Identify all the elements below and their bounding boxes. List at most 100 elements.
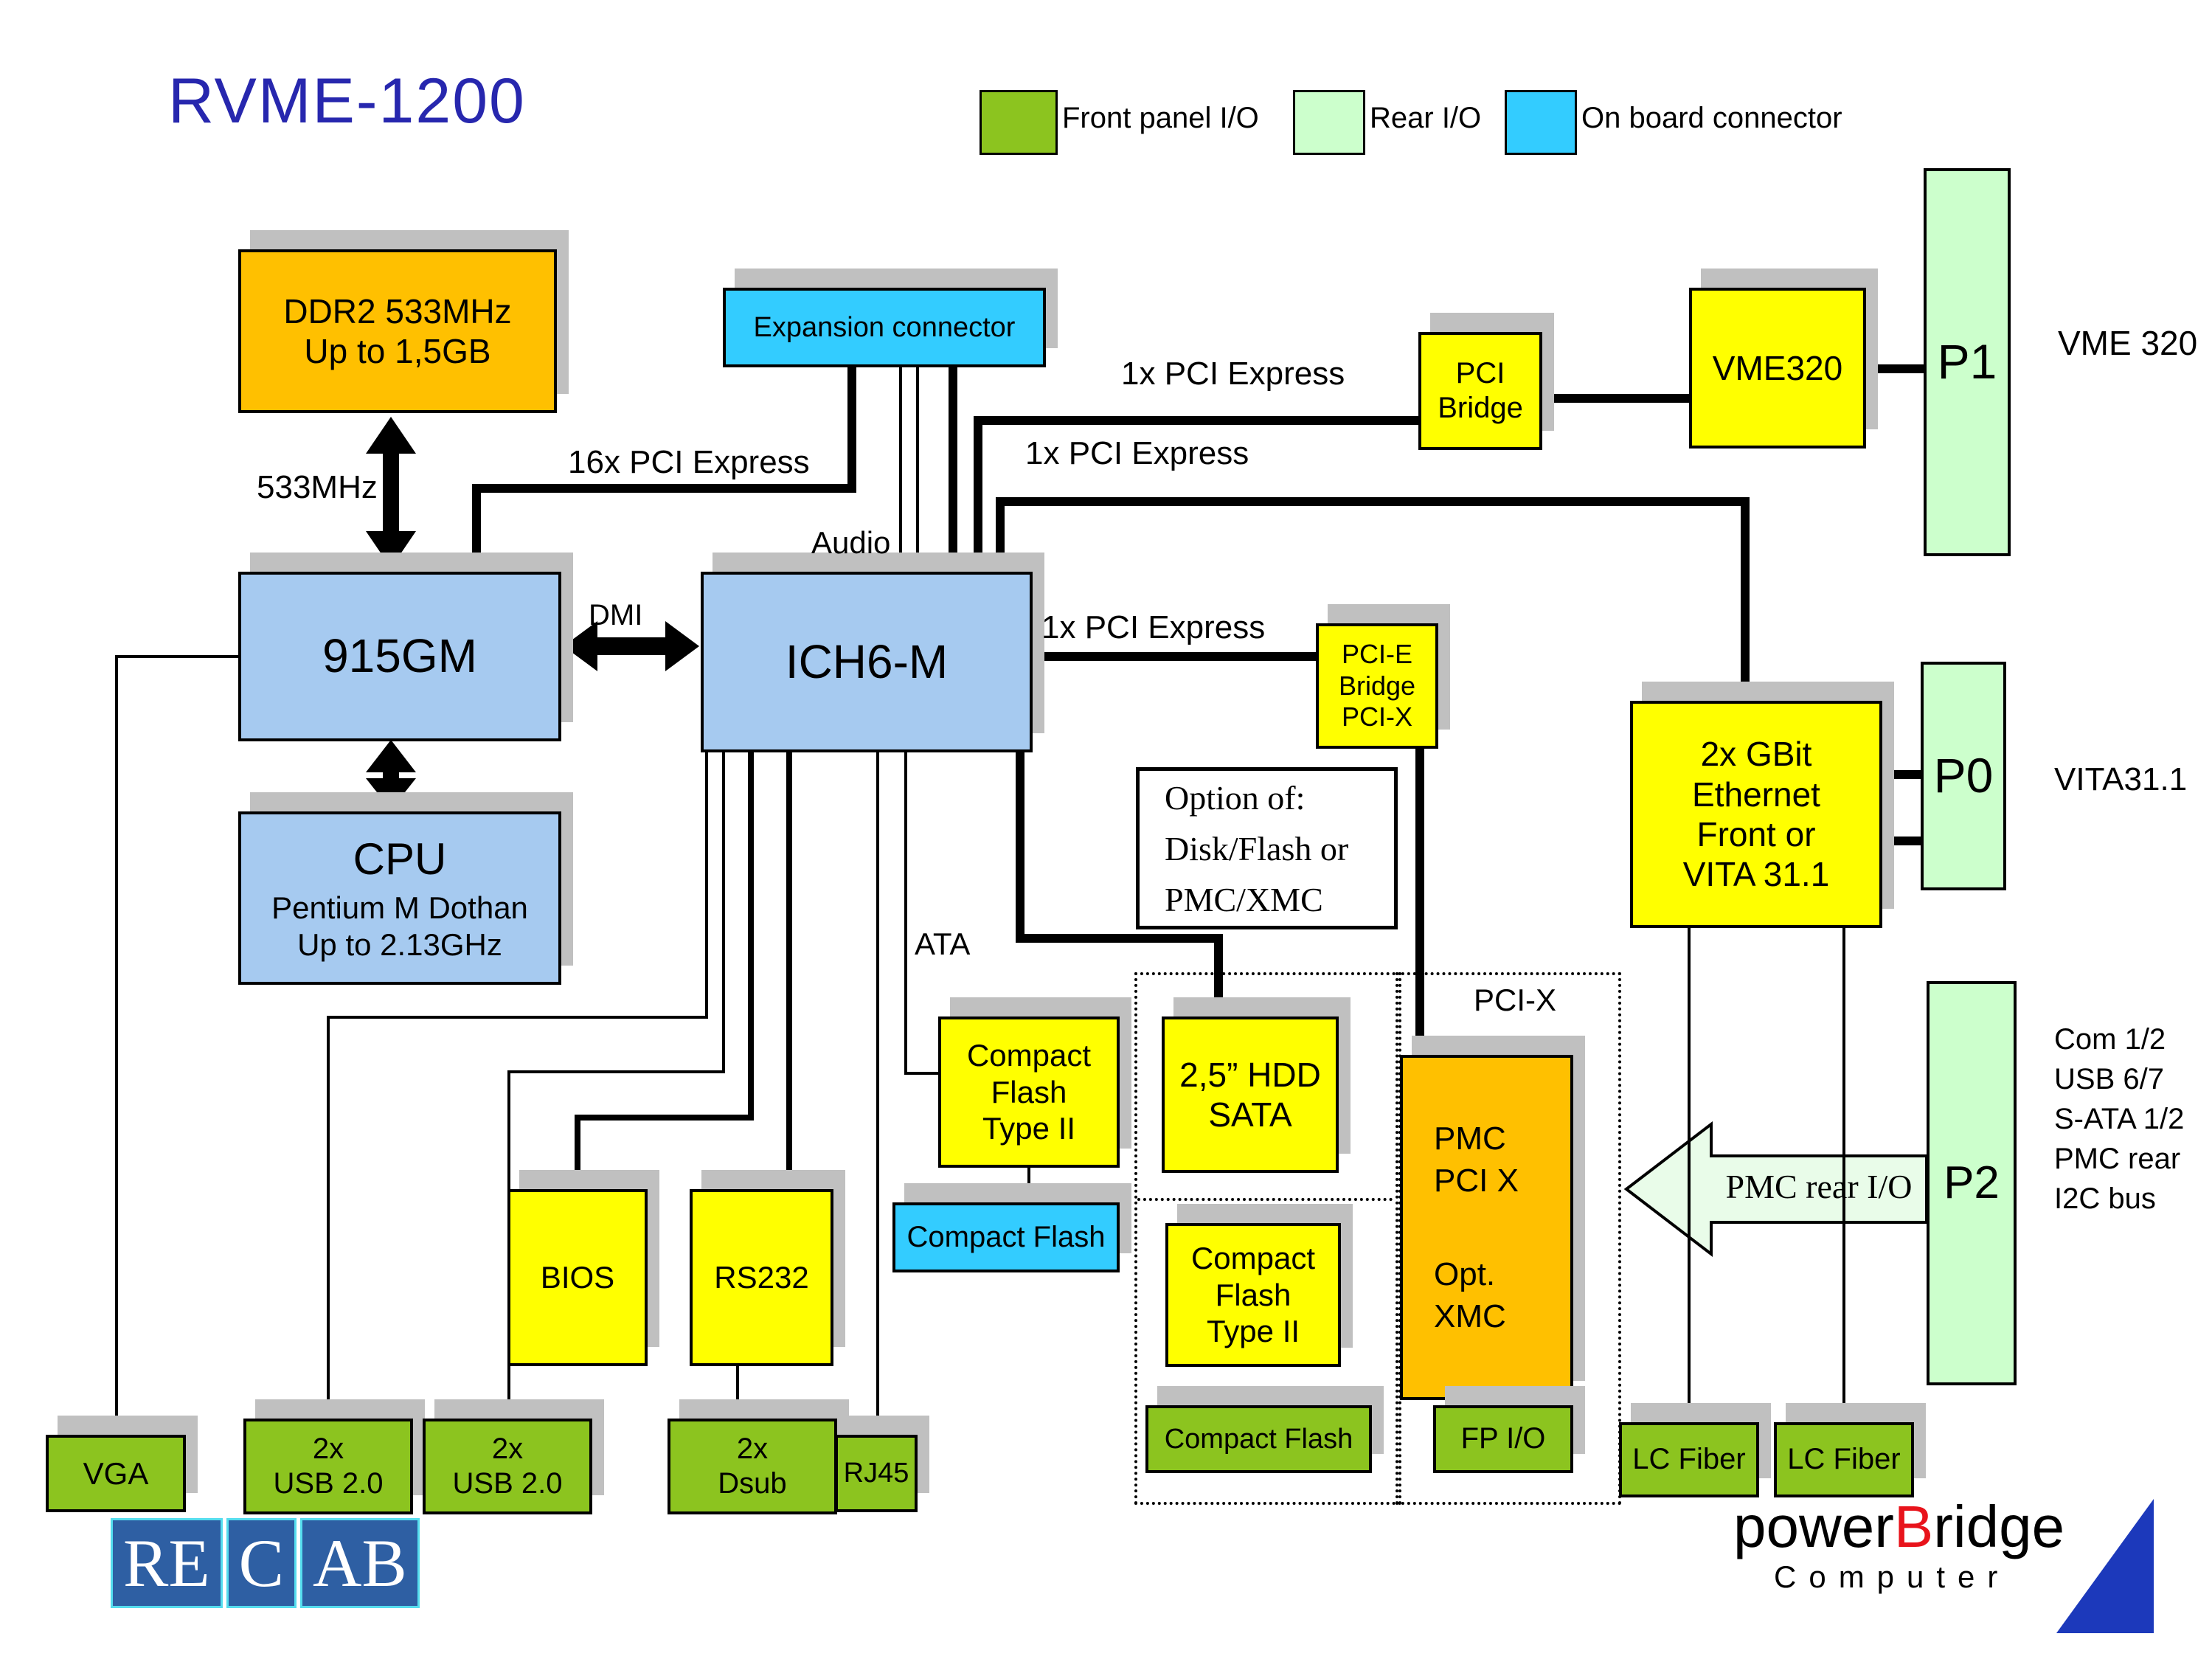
ddr2-line-2: Up to 1,5GB bbox=[304, 332, 491, 370]
dsub-line-2: Dsub bbox=[718, 1467, 787, 1500]
powerbridge-part-1: power bbox=[1733, 1494, 1894, 1559]
legend-front-panel-swatch bbox=[980, 90, 1058, 155]
fp-io-box: FP I/O bbox=[1433, 1405, 1573, 1473]
southbridge-label: ICH6-M bbox=[785, 634, 949, 688]
legend-front-panel-label: Front panel I/O bbox=[1062, 102, 1259, 134]
bios-label: BIOS bbox=[540, 1260, 615, 1295]
usb-right-box: 2x USB 2.0 bbox=[423, 1419, 592, 1514]
ethernet-line-4: VITA 31.1 bbox=[1682, 855, 1830, 894]
hdd-line-1: 2,5” HDD bbox=[1179, 1055, 1321, 1094]
expansion-connector-label: Expansion connector bbox=[753, 311, 1016, 343]
option-line-1: Option of: bbox=[1165, 778, 1306, 817]
audio-label: Audio bbox=[811, 525, 891, 560]
pcie1-ethernet-label: 1x PCI Express bbox=[1025, 435, 1249, 471]
powerbridge-part-3: ridge bbox=[1933, 1494, 2065, 1559]
ata-label: ATA bbox=[915, 927, 971, 961]
lc-fiber-right-box: LC Fiber bbox=[1774, 1422, 1914, 1497]
pcie1-pcie-bridge-label: 1x PCI Express bbox=[1041, 609, 1266, 645]
vga-label: VGA bbox=[83, 1455, 149, 1491]
pci-bridge-box: PCI Bridge bbox=[1418, 332, 1542, 450]
p2-connector-bar: P2 bbox=[1927, 981, 2017, 1385]
legend-rear-io-swatch bbox=[1293, 90, 1365, 155]
cpu-line-2: Pentium M Dothan bbox=[271, 890, 528, 926]
lc-fiber-left-box: LC Fiber bbox=[1619, 1422, 1759, 1497]
dotted-divider bbox=[1137, 1198, 1393, 1201]
legend-rear-io-label: Rear I/O bbox=[1370, 102, 1482, 134]
northbridge-label: 915GM bbox=[322, 629, 477, 683]
p1-label: P1 bbox=[1937, 334, 1997, 389]
mhz533-label: 533MHz bbox=[257, 469, 378, 505]
compact-flash-type2-onboard-box: Compact Flash Type II bbox=[938, 1016, 1120, 1168]
rs232-box: RS232 bbox=[690, 1189, 833, 1366]
pcie16-label: 16x PCI Express bbox=[568, 444, 810, 480]
dsub-line-1: 2x bbox=[736, 1432, 769, 1465]
p2-bus-label-block: Com 1/2 USB 6/7 S-ATA 1/2 PMC rear I2C b… bbox=[2054, 1019, 2184, 1219]
cpu-line-3: Up to 2.13GHz bbox=[297, 927, 502, 962]
legend-onboard-swatch bbox=[1505, 90, 1577, 155]
pcie-bridge-line-1: PCI-E bbox=[1341, 639, 1412, 670]
compact-flash-front-box: Compact Flash bbox=[1145, 1405, 1372, 1473]
recab-segment-2: C bbox=[226, 1518, 297, 1608]
usb-left-box: 2x USB 2.0 bbox=[243, 1419, 413, 1514]
powerbridge-part-2: B bbox=[1893, 1494, 1934, 1559]
p2-bus-line: PMC rear bbox=[2054, 1143, 2181, 1175]
ddr2-memory-box: DDR2 533MHz Up to 1,5GB bbox=[238, 249, 557, 413]
cf2a-line-2: Flash bbox=[991, 1074, 1067, 1109]
powerbridge-logo: powerBridge Computer bbox=[1733, 1497, 2064, 1595]
pci-bridge-line-2: Bridge bbox=[1438, 392, 1523, 424]
pci-bridge-line-1: PCI bbox=[1455, 356, 1505, 389]
option-line-2: Disk/Flash or bbox=[1165, 829, 1349, 867]
southbridge-ich6m-box: ICH6-M bbox=[701, 572, 1033, 752]
pmc-pcix-box: PMC PCI X Opt. XMC bbox=[1400, 1055, 1573, 1400]
dsub-box: 2x Dsub bbox=[668, 1419, 837, 1514]
ethernet-line-3: Front or bbox=[1696, 815, 1816, 853]
pcie-bridge-box: PCI-E Bridge PCI-X bbox=[1316, 623, 1438, 749]
powerbridge-triangle-icon bbox=[2056, 1499, 2154, 1633]
option-line-3: PMC/XMC bbox=[1165, 880, 1323, 918]
cpu-box: CPU Pentium M Dothan Up to 2.13GHz bbox=[238, 811, 561, 985]
ethernet-line-2: Ethernet bbox=[1692, 775, 1820, 814]
ethernet-line-1: 2x GBit bbox=[1700, 735, 1812, 774]
pcie-bridge-line-3: PCI-X bbox=[1341, 702, 1412, 732]
expansion-connector-box: Expansion connector bbox=[723, 288, 1046, 367]
cpu-line-1: CPU bbox=[353, 834, 447, 884]
usb-left-line-1: 2x bbox=[312, 1432, 344, 1465]
pcie1-pci-bridge-label: 1x PCI Express bbox=[1121, 356, 1345, 392]
p2-label: P2 bbox=[1944, 1157, 2000, 1209]
pmc-line-1: PMC bbox=[1434, 1120, 1506, 1157]
recab-segment-1: RE bbox=[111, 1518, 223, 1608]
cf2b-line-1: Compact bbox=[1190, 1241, 1316, 1276]
cf-front-label: Compact Flash bbox=[1164, 1423, 1353, 1455]
northbridge-915gm-box: 915GM bbox=[238, 572, 561, 741]
gbit-ethernet-box: 2x GBit Ethernet Front or VITA 31.1 bbox=[1630, 701, 1882, 928]
usb-right-line-2: USB 2.0 bbox=[452, 1467, 563, 1500]
pmc-line-3: Opt. bbox=[1434, 1256, 1496, 1292]
cf-onboard-label: Compact Flash bbox=[906, 1220, 1106, 1253]
lc-fiber-left-label: LC Fiber bbox=[1632, 1443, 1746, 1476]
vme320-label: VME320 bbox=[1712, 348, 1843, 387]
powerbridge-wordmark: powerBridge bbox=[1733, 1497, 2064, 1556]
p2-bus-line: Com 1/2 bbox=[2054, 1023, 2166, 1056]
usb-right-line-1: 2x bbox=[491, 1432, 524, 1465]
vga-box: VGA bbox=[46, 1435, 186, 1512]
cf2a-line-3: Type II bbox=[982, 1111, 1076, 1146]
p1-connector-bar: P1 bbox=[1924, 168, 2011, 556]
hdd-sata-box: 2,5” HDD SATA bbox=[1162, 1016, 1339, 1173]
lc-fiber-right-label: LC Fiber bbox=[1787, 1443, 1901, 1476]
vme320-box: VME320 bbox=[1689, 288, 1866, 448]
cf2a-line-1: Compact bbox=[966, 1038, 1092, 1073]
arrow-dmi bbox=[564, 621, 699, 671]
recab-segment-3: AB bbox=[299, 1518, 420, 1608]
cf2b-line-3: Type II bbox=[1206, 1314, 1300, 1349]
bios-box: BIOS bbox=[507, 1189, 648, 1366]
recab-logo: RE C AB bbox=[111, 1518, 420, 1608]
p2-bus-line: USB 6/7 bbox=[2054, 1063, 2164, 1095]
p0-connector-bar: P0 bbox=[1921, 662, 2006, 890]
rj45-box: RJ45 bbox=[835, 1435, 918, 1512]
pmc-line-2: PCI X bbox=[1434, 1162, 1519, 1199]
ddr2-line-1: DDR2 533MHz bbox=[283, 291, 512, 330]
hdd-line-2: SATA bbox=[1208, 1095, 1292, 1134]
cf2b-line-2: Flash bbox=[1215, 1277, 1292, 1312]
